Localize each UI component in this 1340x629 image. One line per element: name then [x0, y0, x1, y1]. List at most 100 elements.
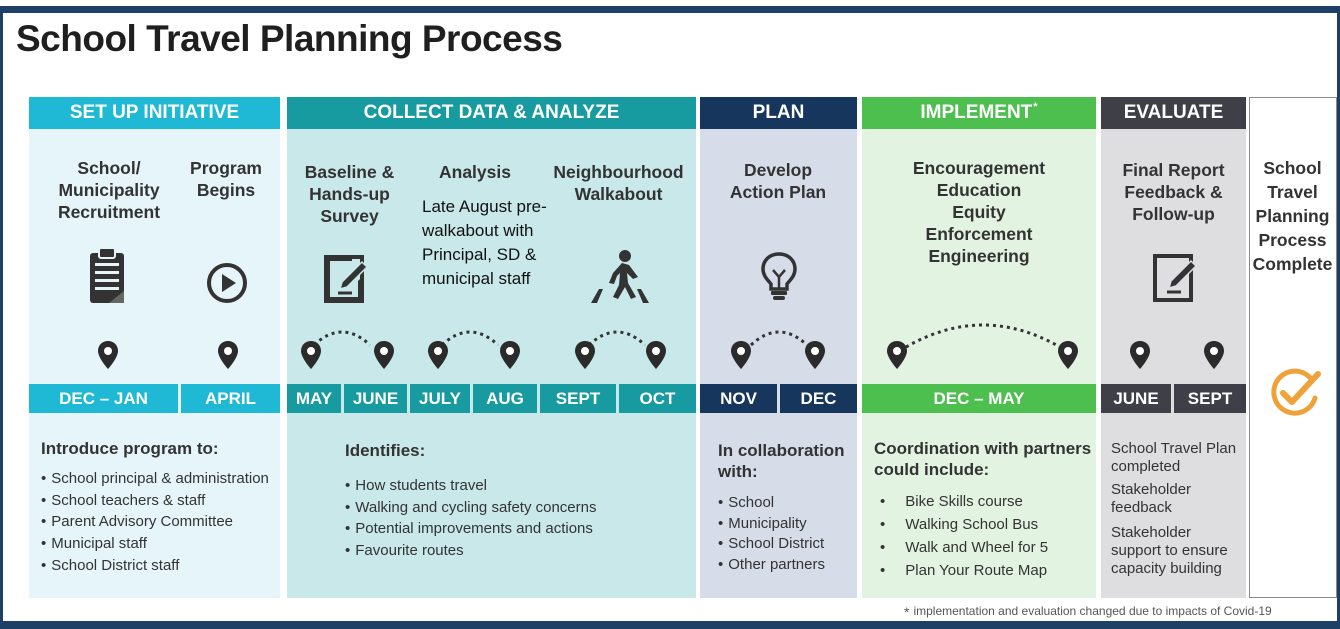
collect-description: Identifies: How students travel Walking … — [345, 440, 690, 562]
list-item: Bike Skills course — [874, 490, 1094, 513]
plan-description: In collaboration with: School Municipali… — [718, 440, 856, 575]
evaluate-item: Stakeholder support to ensure capacity b… — [1111, 524, 1228, 577]
plan-description-list: School Municipality School District Othe… — [718, 493, 856, 575]
list-item: School District staff — [41, 555, 279, 577]
clipboard-icon — [90, 247, 124, 303]
implement-steps: Encouragement Education Equity Enforceme… — [872, 157, 1086, 267]
month-label: MAY — [287, 384, 341, 413]
location-pin-icon — [97, 340, 119, 370]
list-item: School teachers & staff — [41, 490, 279, 512]
plan-step-develop: Develop Action Plan — [729, 160, 827, 202]
evaluate-item: Stakeholder feedback — [1111, 481, 1192, 516]
month-label: AUG — [473, 384, 537, 413]
list-item: How students travel — [345, 475, 690, 497]
checkmark-circle-icon — [1271, 368, 1321, 416]
month-label: OCT — [619, 384, 696, 413]
month-label: DEC – JAN — [29, 384, 178, 413]
list-item: School principal & administration — [41, 468, 279, 490]
edit-document-icon — [1153, 254, 1198, 302]
collect-step-walkabout: Neighbourhood Walkabout — [553, 162, 684, 204]
month-label: SEPT — [540, 384, 616, 413]
list-item: Walking School Bus — [874, 513, 1094, 536]
route-arc — [749, 330, 809, 347]
implement-step: Enforcement — [925, 224, 1033, 244]
list-item: Potential improvements and actions — [345, 518, 690, 540]
implement-step: Engineering — [928, 246, 1030, 266]
complete-label: School Travel Planning Process Complete — [1252, 158, 1333, 274]
route-arc — [587, 330, 647, 347]
stage-implement: IMPLEMENT* Encouragement Education Equit… — [862, 97, 1096, 598]
implement-step: Equity — [952, 202, 1006, 222]
list-item: Walk and Wheel for 5 — [874, 536, 1094, 559]
footnote: *implementation and evaluation changed d… — [904, 602, 1272, 620]
location-pin-icon — [217, 340, 239, 370]
month-label: SEPT — [1174, 384, 1246, 413]
list-item: Walking and cycling safety concerns — [345, 497, 690, 519]
stage-evaluate-title: EVALUATE — [1123, 102, 1224, 123]
implement-description-list: Bike Skills course Walking School Bus Wa… — [874, 490, 1094, 582]
lightbulb-icon — [761, 252, 797, 300]
stage-implement-header: IMPLEMENT* — [862, 97, 1096, 129]
footnote-text: implementation and evaluation changed du… — [913, 604, 1272, 618]
stage-implement-title: IMPLEMENT — [920, 102, 1033, 123]
frame-bottom-bar — [0, 621, 1340, 629]
list-item: Plan Your Route Map — [874, 559, 1094, 582]
play-icon — [207, 263, 247, 303]
stage-plan-title: PLAN — [752, 102, 805, 123]
setup-description-list: School principal & administration School… — [41, 468, 279, 577]
list-item: Municipal staff — [41, 533, 279, 555]
location-pin-icon — [1129, 340, 1151, 370]
setup-description: Introduce program to: School principal &… — [41, 438, 279, 577]
stage-collect: COLLECT DATA & ANALYZE Baseline & Hands-… — [287, 97, 696, 598]
location-pin-icon — [730, 340, 752, 370]
month-label: JUNE — [1101, 384, 1171, 413]
implement-step: Education — [936, 180, 1022, 200]
collect-description-heading: Identifies: — [345, 441, 426, 460]
evaluate-item: School Travel Plan completed — [1111, 440, 1237, 475]
stage-setup-header: SET UP INITIATIVE — [29, 97, 280, 129]
frame-top-bar — [0, 6, 1340, 13]
setup-step-recruitment: School/ Municipality Recruitment — [57, 158, 161, 222]
setup-step-program-begins: Program Begins — [190, 158, 262, 200]
location-pin-icon — [886, 340, 908, 370]
footnote-marker: * — [904, 604, 910, 620]
stage-collect-title: COLLECT DATA & ANALYZE — [363, 102, 620, 123]
month-label: DEC – MAY — [862, 384, 1096, 413]
plan-description-heading: In collaboration with: — [718, 441, 845, 481]
location-pin-icon — [574, 340, 596, 370]
route-arc — [312, 330, 372, 347]
month-label: APRIL — [181, 384, 280, 413]
collect-step-baseline: Baseline & Hands-up Survey — [304, 162, 395, 226]
list-item: Parent Advisory Committee — [41, 511, 279, 533]
location-pin-icon — [373, 340, 395, 370]
setup-description-heading: Introduce program to: — [41, 439, 219, 458]
stage-complete: School Travel Planning Process Complete — [1249, 97, 1337, 598]
month-label: JUNE — [344, 384, 407, 413]
stage-collect-header: COLLECT DATA & ANALYZE — [287, 97, 696, 129]
stage-evaluate-header: EVALUATE — [1101, 97, 1246, 129]
stage-evaluate: EVALUATE Final Report Feedback & Follow-… — [1101, 97, 1246, 598]
location-pin-icon — [300, 340, 322, 370]
evaluate-step-final-report: Final Report Feedback & Follow-up — [1122, 160, 1225, 224]
list-item: School — [718, 493, 856, 514]
frame-right-bar — [1337, 6, 1340, 629]
route-arc — [905, 323, 1061, 349]
evaluate-description: School Travel Plan completed Stakeholder… — [1111, 440, 1243, 578]
stage-plan-header: PLAN — [700, 97, 857, 129]
route-arc — [440, 330, 500, 347]
pedestrian-crossing-icon — [591, 250, 649, 303]
list-item: Municipality — [718, 514, 856, 535]
frame-left-bar — [0, 6, 3, 629]
month-label: DEC — [780, 384, 857, 413]
location-pin-icon — [1203, 340, 1225, 370]
stage-plan: PLAN Develop Action Plan NOV DEC In coll… — [700, 97, 857, 598]
location-pin-icon — [499, 340, 521, 370]
collect-step-analysis: Analysis — [439, 162, 511, 182]
list-item: Other partners — [718, 555, 856, 576]
month-label: NOV — [700, 384, 777, 413]
stage-setup: SET UP INITIATIVE School/ Municipality R… — [29, 97, 280, 598]
implement-description: Coordination with partners could include… — [874, 438, 1094, 582]
location-pin-icon — [1057, 340, 1079, 370]
footnote-marker: * — [1033, 101, 1038, 113]
list-item: School District — [718, 534, 856, 555]
